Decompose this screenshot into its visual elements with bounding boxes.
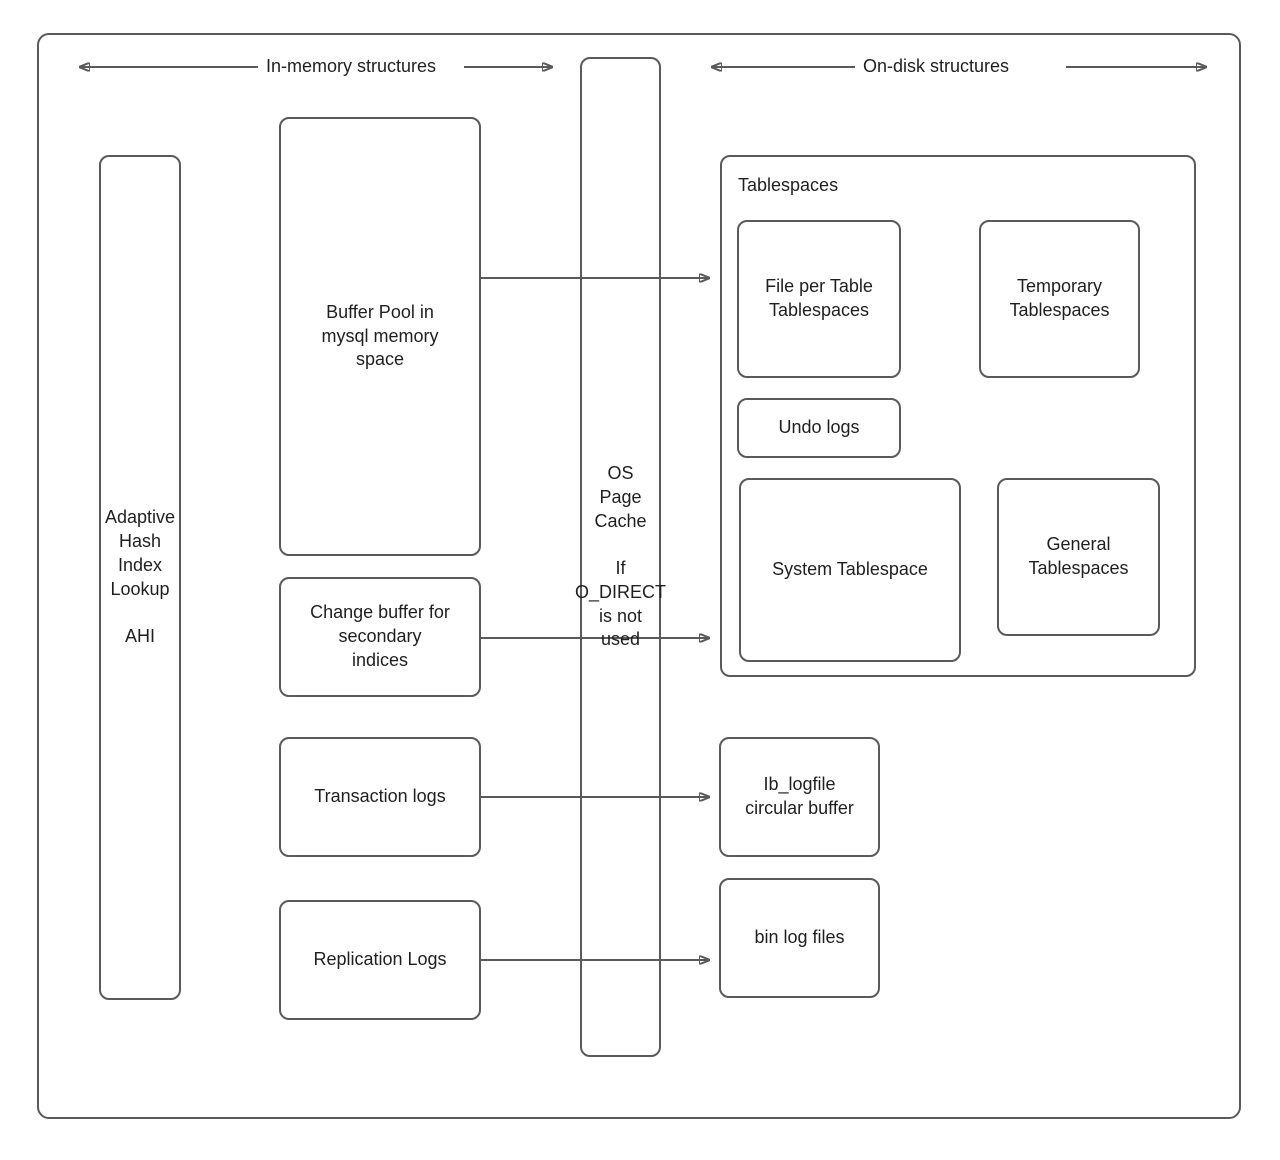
file-per-table-tablespaces-label: File per Table Tablespaces [765,276,873,320]
ib-logfile-box[interactable]: Ib_logfile circular buffer [719,737,880,857]
temporary-tablespaces-label: Temporary Tablespaces [1009,276,1110,320]
os-page-cache-stack: OS Page Cache If O_DIRECT is not used [575,462,666,652]
general-tablespaces-box[interactable]: General Tablespaces [997,478,1160,636]
band-label-on-disk: On-disk structures [855,56,1018,77]
adaptive-hash-index-box[interactable]: Adaptive Hash Index Lookup AHI [99,155,181,1000]
tablespaces-group-label: Tablespaces [738,175,839,195]
undo-logs-box[interactable]: Undo logs [737,398,901,458]
transaction-logs-box[interactable]: Transaction logs [279,737,481,857]
undo-logs-label: Undo logs [778,417,860,438]
bin-log-files-box[interactable]: bin log files [719,878,880,998]
tablespaces-group [720,155,1196,677]
replication-logs-box[interactable]: Replication Logs [279,900,481,1020]
transaction-logs-label: Transaction logs [314,786,446,807]
os-page-cache-box[interactable]: OS Page Cache If O_DIRECT is not used [575,57,666,1057]
outer-frame [37,33,1241,1119]
temporary-tablespaces-box[interactable]: Temporary Tablespaces [979,220,1140,378]
adaptive-hash-index-label: Adaptive Hash Index Lookup AHI [104,507,176,646]
os-page-cache-title: OS Page Cache [594,463,647,531]
ib-logfile-label: Ib_logfile circular buffer [745,774,854,818]
buffer-pool-label: Buffer Pool in mysql memory space [321,301,439,370]
change-buffer-label: Change buffer for secondary indices [310,602,450,670]
system-tablespace-label: System Tablespace [772,559,928,580]
os-page-cache-condition: If O_DIRECT is not used [575,558,667,650]
buffer-pool-box[interactable]: Buffer Pool in mysql memory space [279,117,481,556]
change-buffer-box[interactable]: Change buffer for secondary indices [279,577,481,697]
general-tablespaces-label: General Tablespaces [1028,534,1129,578]
band-label-in-memory: In-memory structures [258,56,445,77]
file-per-table-tablespaces-box[interactable]: File per Table Tablespaces [737,220,901,378]
replication-logs-label: Replication Logs [313,949,447,970]
bin-log-files-label: bin log files [754,927,845,948]
system-tablespace-box[interactable]: System Tablespace [739,478,961,662]
